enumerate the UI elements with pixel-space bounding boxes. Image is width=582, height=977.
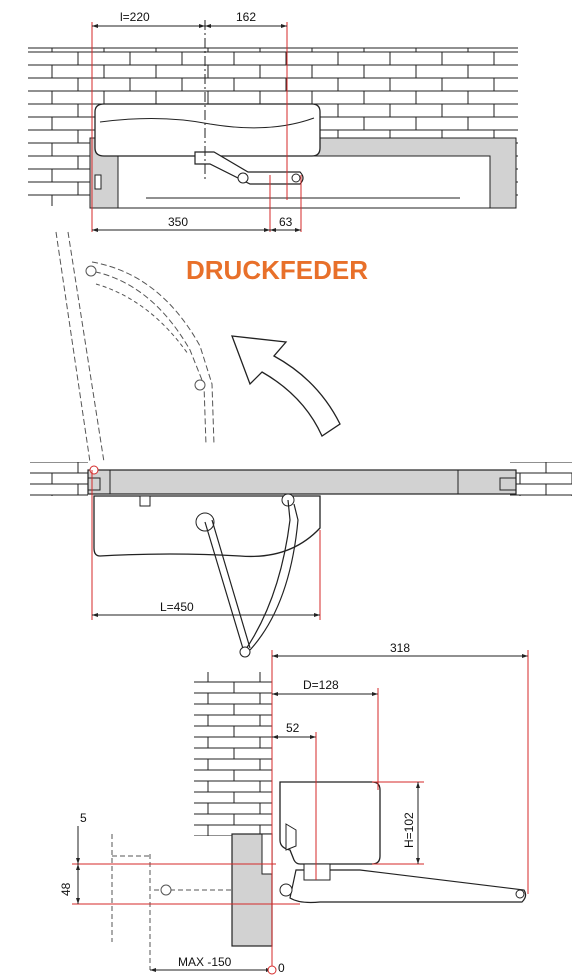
top-door-opening	[117, 155, 491, 209]
dim-350: 350	[168, 215, 188, 229]
dim-l-220: l=220	[120, 10, 150, 24]
dim-max-150: MAX -150	[178, 955, 232, 969]
top-view: l=220 162 350 63	[28, 10, 518, 232]
page-title: DRUCKFEDER	[186, 255, 368, 285]
dim-L-450: L=450	[160, 600, 194, 614]
middle-view: L=450	[30, 231, 572, 658]
dim-48: 48	[59, 882, 73, 896]
dim-0: 0	[278, 961, 285, 975]
middle-wall-right	[510, 462, 572, 496]
middle-closer-arm	[204, 499, 299, 653]
dim-318: 318	[390, 641, 410, 655]
side-closer-body	[279, 781, 381, 865]
opening-direction-arrow	[231, 335, 341, 437]
dim-D-128: D=128	[303, 678, 339, 692]
side-view: 318 D=128 52 H=102 5 48 MAX -150 0	[59, 641, 529, 975]
dim-52: 52	[286, 721, 300, 735]
top-closer-body	[94, 103, 321, 157]
dim-H-102: H=102	[402, 812, 416, 848]
dim-63: 63	[279, 215, 293, 229]
side-brick-wall	[194, 672, 272, 836]
middle-door-leaf	[87, 469, 517, 495]
middle-wall-left	[30, 462, 88, 496]
open-door-outline	[55, 231, 105, 463]
side-bracket-outline	[111, 834, 232, 970]
open-arm-outline	[85, 261, 215, 446]
dim-5: 5	[80, 811, 87, 825]
dim-162: 162	[236, 10, 256, 24]
side-closer-arm	[289, 869, 527, 904]
